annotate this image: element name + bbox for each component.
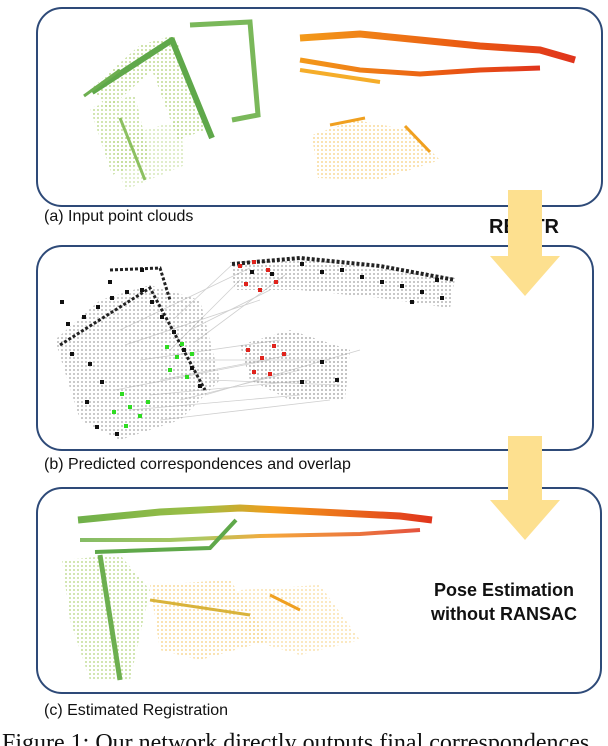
target-cloud-grey [230, 255, 456, 400]
pose-estimation-line2: without RANSAC [431, 604, 577, 624]
arrow-down-1 [490, 190, 560, 296]
source-point-cloud [83, 19, 261, 190]
target-point-cloud [299, 30, 576, 180]
registered-point-cloud [62, 504, 433, 681]
overlap-source [112, 342, 194, 428]
keypoints [60, 262, 444, 436]
source-cloud-grey [55, 266, 220, 440]
pose-estimation-label: Pose Estimation without RANSAC [416, 578, 592, 626]
caption-estimated-registration: (c) Estimated Registration [44, 702, 229, 719]
caption-predicted-correspondences: (b) Predicted correspondences and overla… [44, 456, 351, 473]
caption-input-point-clouds: (a) Input point clouds [44, 208, 194, 225]
pose-estimation-line1: Pose Estimation [433, 580, 575, 600]
arrow-down-2 [490, 436, 560, 540]
figure-caption: Figure 1: Our network directly outputs f… [2, 730, 590, 746]
overlap-target [238, 260, 286, 376]
